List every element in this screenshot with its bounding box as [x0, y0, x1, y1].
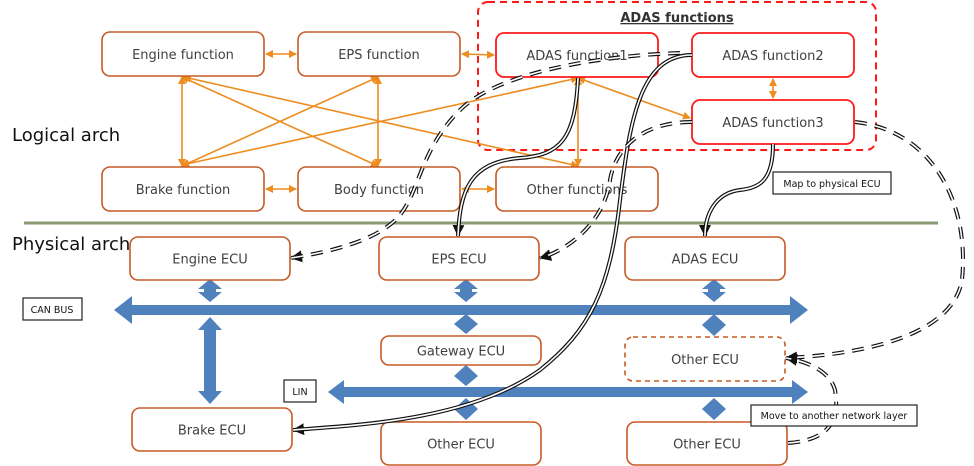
other-ecu-lin-node: Other ECU	[380, 421, 542, 466]
other-ecu-right-node: Other ECU	[626, 421, 788, 466]
can-bus-label: CAN BUS	[22, 297, 83, 321]
engine-can-connector	[198, 279, 222, 302]
brake-ecu-node: Brake ECU	[131, 407, 293, 452]
gateway-ecu-box	[380, 335, 542, 366]
lin-label-box	[283, 379, 317, 403]
mapping-adas-fn2-to-eps-ecu	[539, 120, 693, 261]
eps-fn-label: EPS function	[338, 48, 420, 63]
other-ecu-dashed-label: Other ECU	[671, 353, 739, 368]
brake-can-connector	[198, 317, 222, 404]
engine-fn-node: Engine function	[101, 31, 265, 77]
other-fn-box	[495, 166, 659, 212]
other-ecu-lin-label: Other ECU	[427, 438, 495, 453]
eps-fn-box	[297, 31, 461, 77]
logical-arch-label: Logical arch	[12, 125, 120, 146]
can-bus-label-text: CAN BUS	[31, 305, 74, 316]
mapping-curve-inner	[704, 143, 774, 237]
mapping-adas-fn3-to-other-ecu-dashed	[785, 120, 965, 364]
adas-fn2-node: ADAS function2	[691, 32, 855, 78]
body-fn-label: Body function	[334, 183, 424, 198]
engine-ecu-box	[129, 236, 291, 281]
eps-ecu-box	[378, 236, 540, 281]
mapping-adas-fn3-to-adas-ecu	[699, 143, 775, 237]
move-note-box	[750, 404, 918, 427]
link-brake-fn-to-adas-fn1	[181, 75, 579, 168]
brake-fn-node: Brake function	[101, 166, 265, 212]
brake-ecu-box	[131, 407, 293, 452]
eps-fn-node: EPS function	[297, 31, 461, 77]
adas-ecu-label: ADAS ECU	[672, 253, 739, 268]
adas-fn2-label: ADAS function2	[722, 49, 823, 64]
eps-ecu-label: EPS ECU	[431, 253, 486, 268]
mapping-adas-fn1-to-engine-ecu	[290, 51, 681, 263]
other-ecu-lin-box	[380, 421, 542, 466]
brake-fn-box	[101, 166, 265, 212]
gateway-lin-diamond	[454, 365, 478, 386]
other-ecu-right-label: Other ECU	[673, 438, 741, 453]
mapping-curve-inner	[539, 121, 693, 259]
mapping-curve-inner	[457, 77, 579, 237]
gateway-ecu-label: Gateway ECU	[417, 345, 505, 360]
mapping-curve-outer	[785, 120, 965, 364]
lin-bus-line	[328, 380, 808, 404]
mapping-curve-inner	[785, 121, 964, 359]
adas-fn1-label: ADAS function1	[526, 49, 627, 64]
mapping-curve-inner	[785, 357, 837, 444]
mapping-adas-fn1-to-eps-ecu	[452, 77, 580, 237]
mapping-curve-inner	[290, 52, 681, 259]
map-to-physical-note: Map to physical ECU	[772, 171, 892, 195]
engine-ecu-node: Engine ECU	[129, 236, 291, 281]
can-bus-label-box	[22, 297, 83, 321]
can-bus-line	[114, 296, 808, 324]
eps-gateway-diamond	[454, 314, 478, 334]
link-adas-fn1-to-adas-fn3	[577, 76, 691, 120]
physical-arch-label: Physical arch	[12, 234, 130, 255]
adas-fn3-node: ADAS function3	[691, 99, 855, 145]
other-ecu-dashed-node: Other ECU	[624, 336, 786, 382]
brake-fn-label: Brake function	[136, 183, 231, 198]
move-note-text: Move to another network layer	[761, 411, 908, 422]
engine-ecu-label: Engine ECU	[172, 253, 248, 268]
mapping-other-ecu-right-to-other-ecu-dashed	[785, 353, 839, 445]
other-ecu-right-box	[626, 421, 788, 466]
link-eps-fn-to-adas-fn1	[461, 50, 495, 59]
eps-can-connector	[454, 279, 478, 302]
mapping-adas-fn2-to-brake-ecu	[292, 53, 693, 436]
logical-links	[178, 50, 777, 193]
eps-ecu-node: EPS ECU	[378, 236, 540, 281]
adas-ecu-node: ADAS ECU	[624, 236, 786, 281]
mapping-curve-inner	[292, 54, 693, 431]
engine-fn-box	[101, 31, 265, 77]
brake-ecu-label: Brake ECU	[178, 424, 246, 439]
adas-ecu-box	[624, 236, 786, 281]
adas-fn3-label: ADAS function3	[722, 116, 823, 131]
adas-functions-group	[477, 1, 877, 151]
other-ecu-dashed-box	[624, 336, 786, 382]
function-ecu-mappings	[290, 51, 965, 445]
lin-label-text: LIN	[292, 387, 307, 398]
map-note-text: Map to physical ECU	[783, 179, 880, 190]
adas-group-title: ADAS functions	[620, 11, 734, 26]
gateway-ecu-node: Gateway ECU	[380, 335, 542, 366]
lin-other-right-diamond	[702, 398, 726, 420]
lin-label: LIN	[283, 379, 317, 403]
adas-other-diamond	[702, 314, 726, 336]
map-note-box	[772, 171, 892, 195]
engine-fn-label: Engine function	[132, 48, 234, 63]
mapping-curve-outer	[452, 77, 580, 237]
network-buses	[114, 279, 808, 420]
adas-can-connector	[702, 279, 726, 302]
other-fn-node: Other functions	[495, 166, 659, 212]
body-fn-node: Body function	[297, 166, 461, 212]
move-network-note: Move to another network layer	[750, 404, 918, 427]
other-fn-label: Other functions	[527, 183, 628, 198]
